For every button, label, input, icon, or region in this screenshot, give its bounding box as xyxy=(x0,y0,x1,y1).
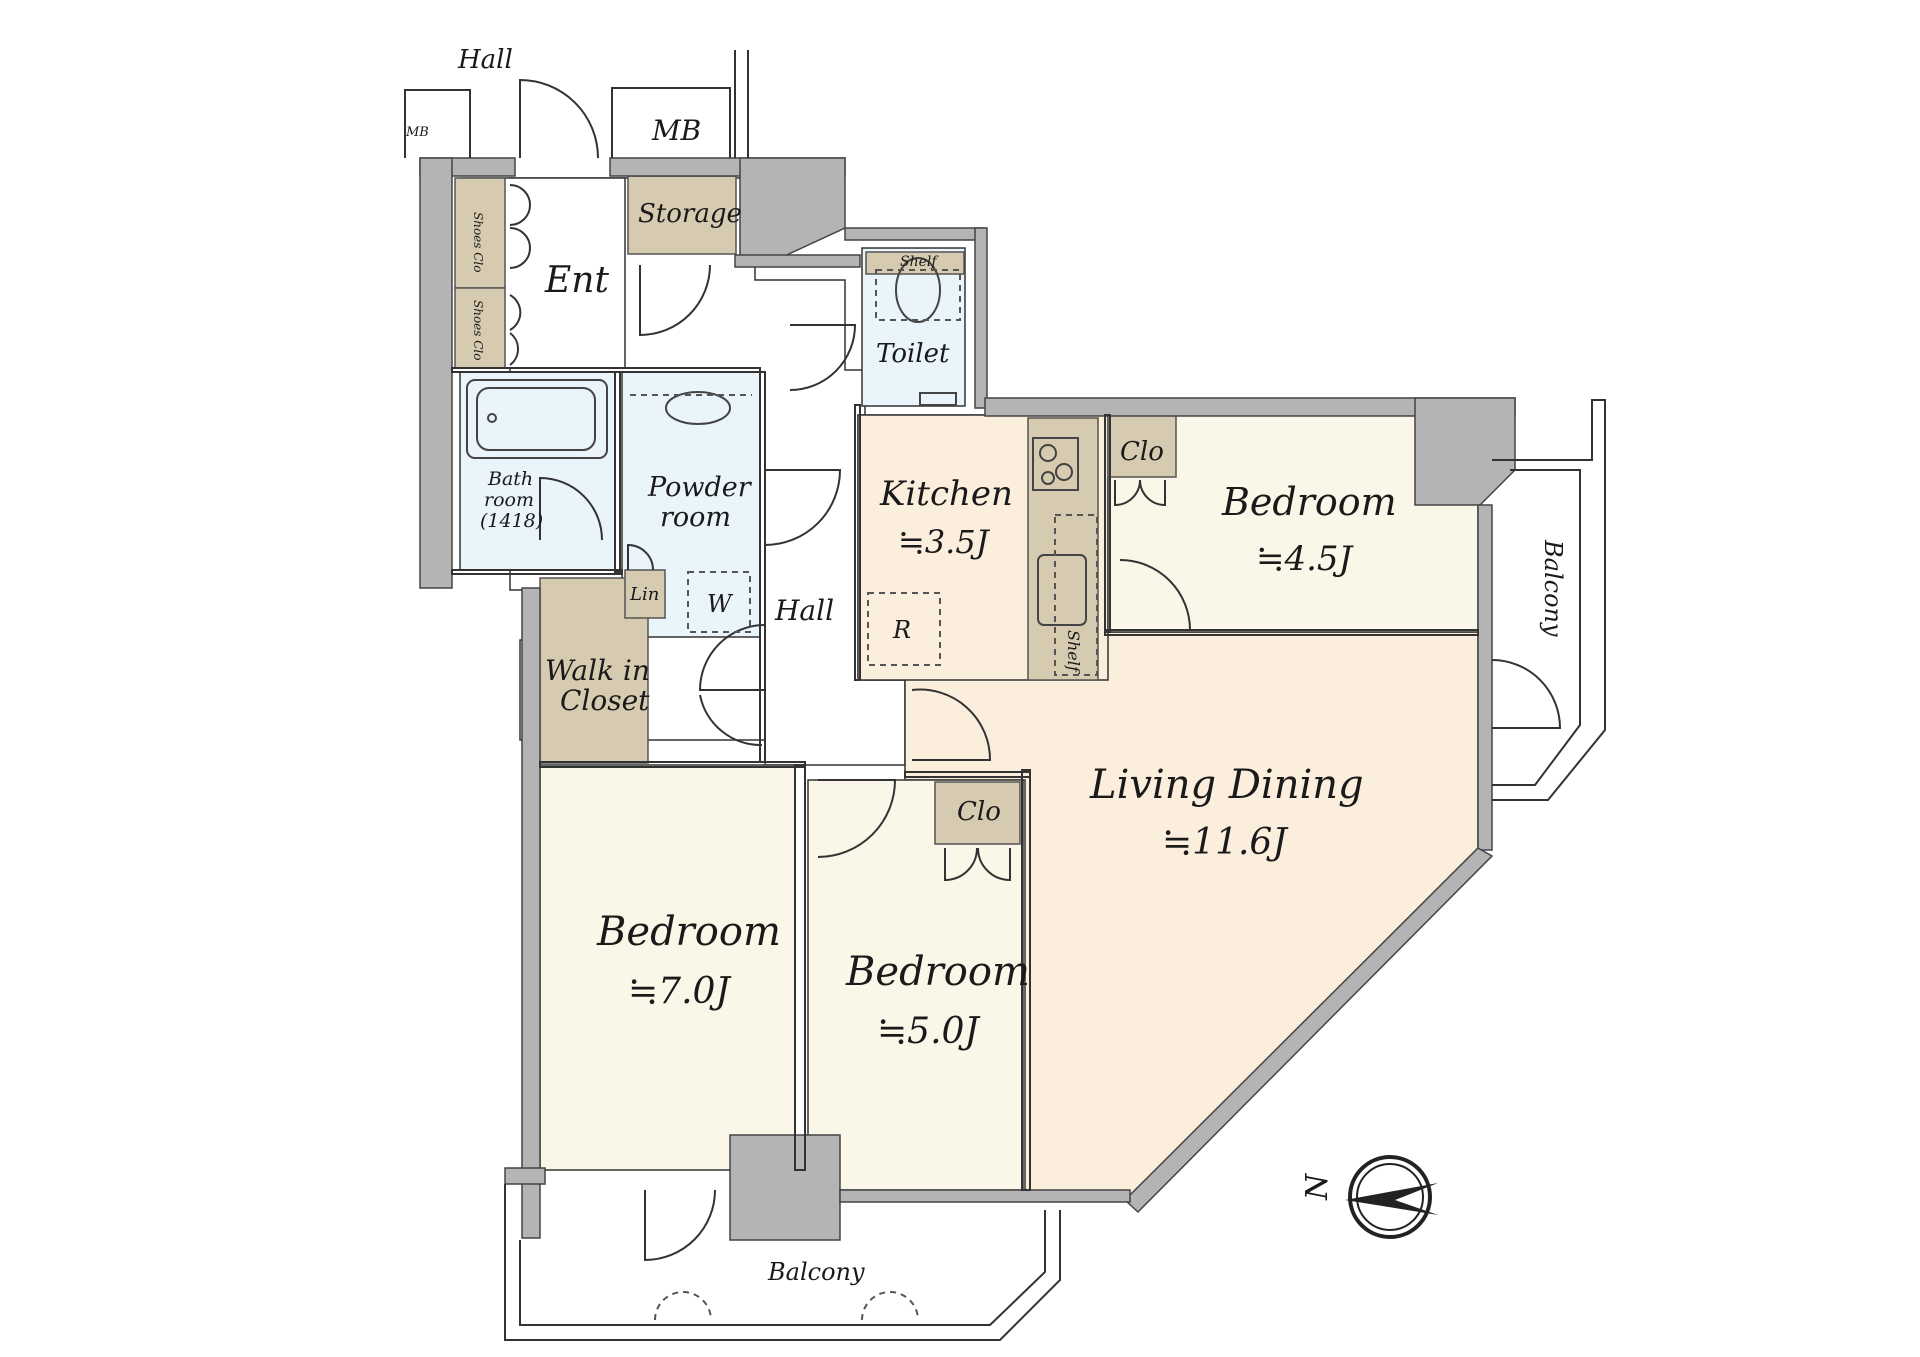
fixtures xyxy=(466,257,1098,676)
powder-label-1: Powder xyxy=(647,472,753,503)
bedroom-mid-label: Bedroom xyxy=(845,949,1030,995)
balcony-east xyxy=(1492,399,1606,801)
doors xyxy=(509,78,1562,1262)
compass-icon: N xyxy=(1300,1155,1438,1239)
balcony-south-label: Balcony xyxy=(767,1258,865,1286)
bedroom-sw-area xyxy=(539,764,796,1171)
toilet-bowl xyxy=(895,257,941,323)
entrance-label: Ent xyxy=(544,260,609,301)
hall-label: Hall xyxy=(774,594,834,627)
kitchen-shelf-label: Shelf xyxy=(1064,630,1083,675)
walkin-label-1: Walk in xyxy=(545,654,650,687)
kitchen-label: Kitchen xyxy=(879,474,1013,514)
storage-label: Storage xyxy=(638,199,742,229)
shoes-clo-label-1: Shoes Clo xyxy=(471,212,485,273)
toilet-shelf-label: Shelf xyxy=(900,254,939,270)
stove xyxy=(1032,437,1079,491)
sink xyxy=(665,391,731,425)
mb-label: MB xyxy=(651,114,701,147)
powder-label-2: room xyxy=(660,502,731,533)
fridge-label: R xyxy=(892,616,911,644)
mb-small-label: MB xyxy=(405,125,429,140)
shoes-clo-label-2: Shoes Clo xyxy=(471,300,485,361)
washer-label: W xyxy=(707,590,734,618)
linen-closet xyxy=(624,569,666,619)
closets xyxy=(454,175,1177,845)
kitchen-size: ≒3.5J xyxy=(898,523,991,561)
clo-mid-closet xyxy=(934,781,1021,845)
balcony-east-label: Balcony xyxy=(1539,539,1567,637)
balcony-south xyxy=(504,1184,1061,1341)
bedroom-sw-label: Bedroom xyxy=(596,909,781,955)
bathroom-label-2: room xyxy=(484,489,534,511)
fridge-space xyxy=(867,592,941,666)
bathroom-label-1: Bath xyxy=(487,468,533,490)
bathroom-area xyxy=(459,371,616,571)
outside-corridor xyxy=(404,50,749,158)
living-label: Living Dining xyxy=(1089,762,1364,808)
clo-mid-label: Clo xyxy=(957,797,1001,827)
bathroom-label-3: (1418) xyxy=(480,510,543,532)
storage-closet xyxy=(627,175,737,255)
shoes-closet-upper xyxy=(454,177,506,289)
bedroom-ne-size: ≒4.5J xyxy=(1256,539,1355,579)
clo-ne-label: Clo xyxy=(1120,437,1164,467)
linen-label: Lin xyxy=(629,584,659,605)
toilet-shelf xyxy=(865,251,965,275)
bathtub xyxy=(466,379,608,459)
bedroom-sw-size: ≒7.0J xyxy=(628,971,732,1012)
labels: Hall MB MB Storage Ent Shoes Clo Shoes C… xyxy=(405,45,1567,1286)
washer xyxy=(687,571,751,633)
kitchen-counter xyxy=(1027,417,1099,681)
kitchen-sink xyxy=(1037,554,1087,626)
walls xyxy=(419,157,1516,1241)
walkin-label-2: Closet xyxy=(560,684,650,717)
toilet-label: Toilet xyxy=(876,339,950,369)
compass-north-label: N xyxy=(1300,1172,1335,1201)
hall-top-label: Hall xyxy=(457,45,513,75)
bedroom-ne-label: Bedroom xyxy=(1221,480,1397,524)
bedroom-mid-size: ≒5.0J xyxy=(877,1011,981,1052)
living-size: ≒11.6J xyxy=(1162,822,1289,863)
